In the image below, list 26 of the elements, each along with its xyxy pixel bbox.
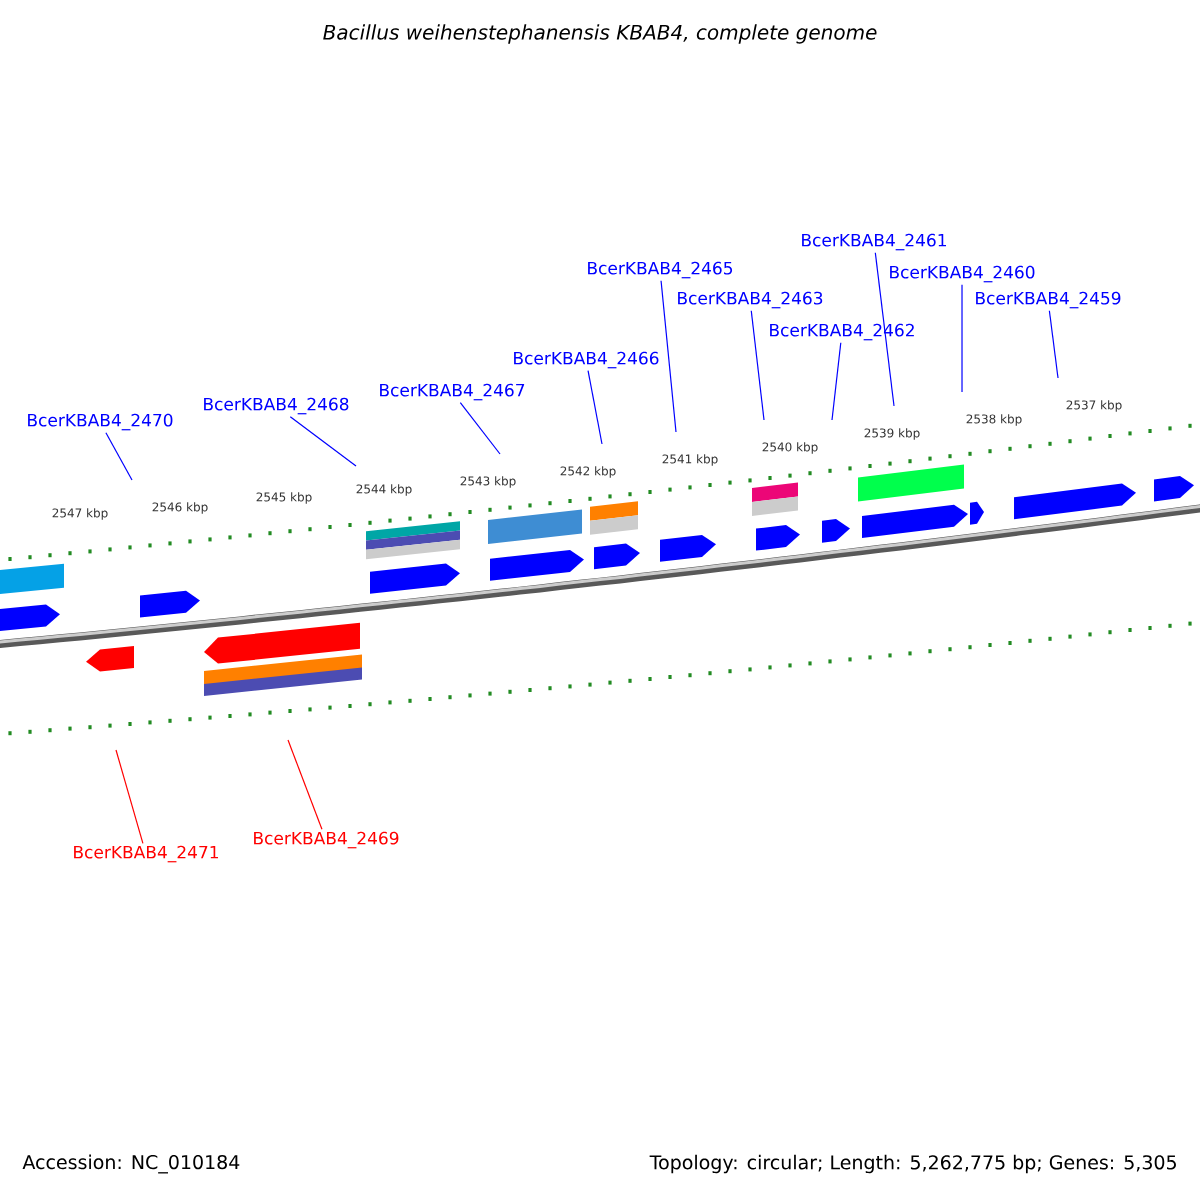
- gene-label: BcerKBAB4_2467: [380, 383, 525, 401]
- leader-line: [115, 749, 144, 844]
- gene-label: BcerKBAB4_2471: [74, 845, 218, 863]
- leader-line: [961, 284, 963, 393]
- leader-line: [750, 310, 765, 421]
- gene-label: BcerKBAB4_2466: [514, 351, 659, 369]
- leader-line: [1048, 310, 1059, 379]
- gene-label: BcerKBAB4_2469: [254, 831, 399, 849]
- leader-line: [105, 432, 133, 481]
- gene-label: BcerKBAB4_2465: [588, 261, 733, 279]
- leader-line: [831, 342, 842, 421]
- leader-line: [587, 370, 603, 445]
- leader-line: [874, 252, 895, 407]
- gene-label: BcerKBAB4_2470: [28, 413, 173, 431]
- leader-line: [289, 416, 357, 467]
- gene-label: BcerKBAB4_2460: [890, 265, 1035, 283]
- info-text: Topology: circular; Length: 5,262,775 bp; Genes: 5,305: [649, 1154, 1176, 1174]
- leader-line: [287, 739, 323, 830]
- gene-label: BcerKBAB4_2459: [976, 291, 1121, 309]
- gene-label: BcerKBAB4_2463: [678, 291, 823, 309]
- leader-line: [459, 402, 501, 455]
- leader-line: [660, 280, 677, 433]
- gene-label: BcerKBAB4_2468: [204, 397, 349, 415]
- gene-label: BcerKBAB4_2461: [802, 233, 946, 251]
- title: Bacillus weihenstephanensis KBAB4, complete genome: [323, 24, 877, 44]
- info-text: Accession: NC_010184: [22, 1154, 240, 1174]
